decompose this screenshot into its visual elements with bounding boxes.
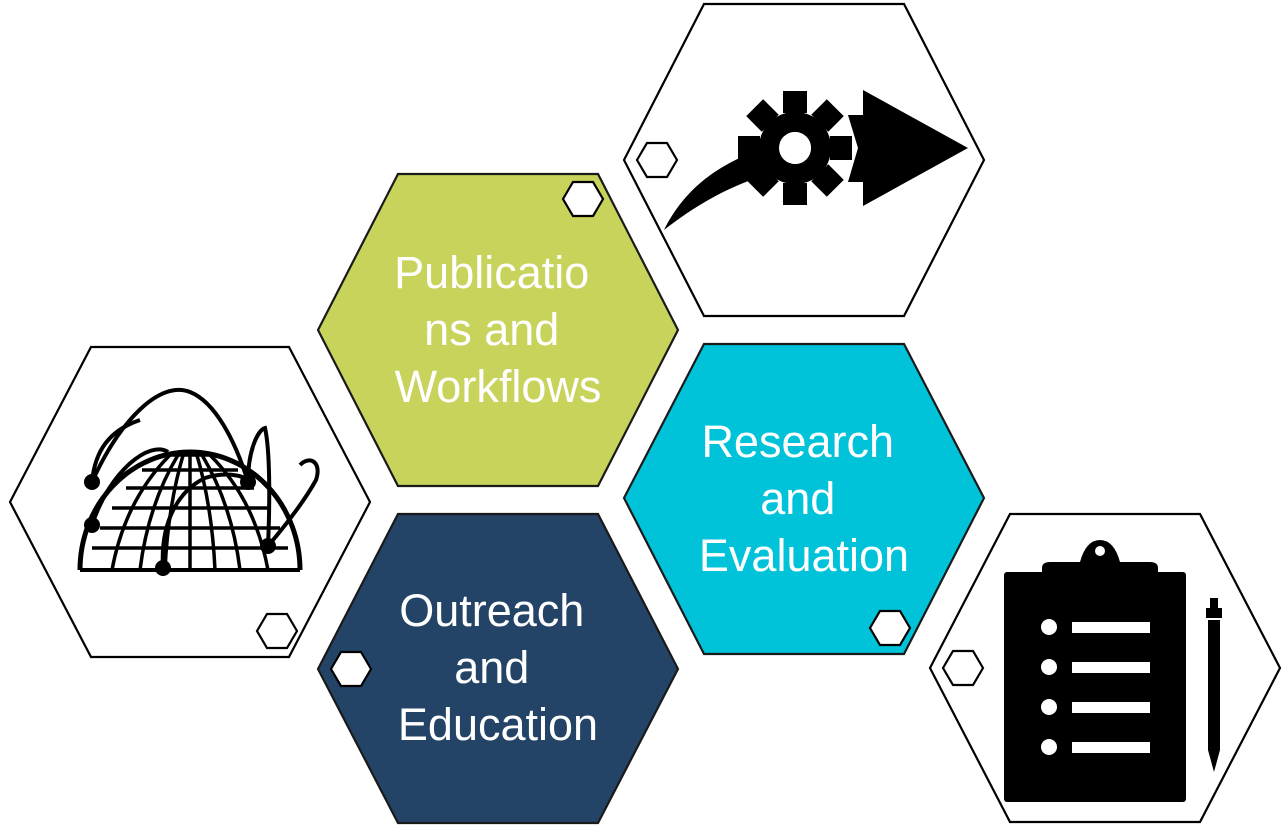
globe-network-icon xyxy=(77,388,320,576)
mini-hexagon xyxy=(941,649,985,687)
label-line: and xyxy=(454,642,529,693)
label-outreach-and-education: Outreach and Education xyxy=(398,585,598,750)
label-line: Publicatio xyxy=(394,247,589,298)
label-line: Outreach xyxy=(399,585,584,636)
label-line: Research xyxy=(701,416,894,467)
hex-publications-and-workflows xyxy=(316,172,680,488)
label-research-and-evaluation: Research and Evaluation xyxy=(699,416,909,581)
mini-hexagon xyxy=(329,650,373,688)
hex-outreach-and-education xyxy=(316,512,680,825)
label-publications-and-workflows: Publicatio ns and Workflows xyxy=(394,247,602,412)
mini-hexagon xyxy=(255,612,299,650)
mini-hexagon xyxy=(868,609,912,647)
label-line: ns and xyxy=(424,304,559,355)
mini-hexagon xyxy=(561,180,605,218)
label-line: and xyxy=(760,473,835,524)
mini-hexagon xyxy=(635,141,679,179)
label-line: Evaluation xyxy=(699,530,909,581)
gear-arrow-icon xyxy=(664,90,968,230)
label-line: Workflows xyxy=(395,361,602,412)
clipboard-checklist-icon xyxy=(1004,540,1222,802)
label-line: Education xyxy=(398,699,598,750)
hex-research-and-evaluation xyxy=(622,342,986,656)
